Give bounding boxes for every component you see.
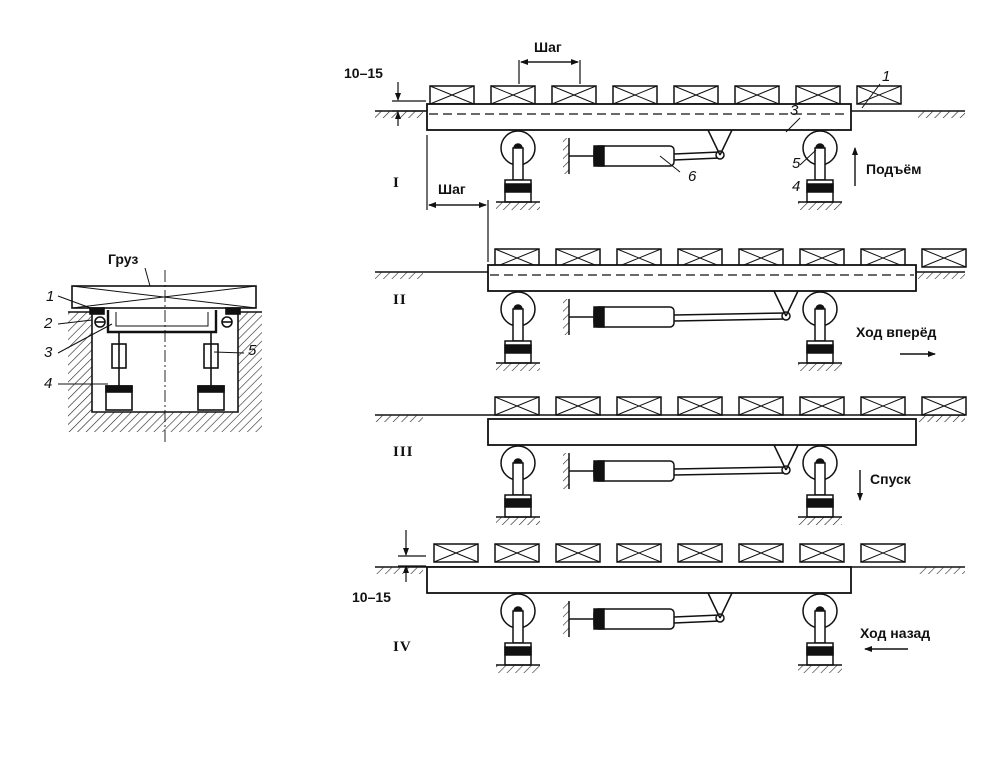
load-box [616,396,662,416]
callout-5-left: 5 [248,342,257,359]
step-label-phase: Шаг [438,181,466,197]
jack-right [197,332,225,411]
jack-assembly-right [798,130,842,210]
hydraulic-cylinder [563,444,799,489]
jack-assembly-left [496,130,540,210]
load-box [673,85,719,105]
callout-3-left: 3 [44,344,53,361]
load-box [799,396,845,416]
step-dimension-phase [426,135,489,262]
gap-label-top: 10–15 [344,65,383,81]
callout-2-left: 2 [44,315,53,332]
load-box [856,85,902,105]
load-box [738,543,784,563]
load-box [860,248,906,268]
phase-4-drawing [375,543,965,673]
gap-label-bottom: 10–15 [352,589,391,605]
callout-jack: 4 [792,178,801,195]
cross-section-view [57,267,262,445]
load-box [433,543,479,563]
load-box [738,248,784,268]
phase-action-back: Ход назад [860,625,931,641]
phase-action-forward: Ход вперёд [856,324,937,340]
callout-1-left: 1 [46,288,55,305]
walking-beam [487,418,917,446]
load-box [921,396,967,416]
load-box [860,396,906,416]
hydraulic-cylinder [563,290,799,335]
walking-beam [426,566,852,594]
load-box [551,85,597,105]
load-box [921,248,967,268]
phase-3-drawing [375,396,967,525]
phase-action-lift: Подъём [866,161,922,177]
fixed-rail-left [89,307,105,315]
fixed-rail-right [225,307,241,315]
load-box [677,543,723,563]
walking-beam [426,103,852,131]
callout-rail: 1 [882,68,891,85]
load-box [490,85,536,105]
phase-2-drawing [375,248,967,371]
hydraulic-cylinder [563,592,733,637]
gap-dimension-top [392,82,426,126]
walking-beam [487,264,917,292]
jack-assembly-right [798,593,842,673]
load-box [429,85,475,105]
load-box [494,543,540,563]
load-box [738,396,784,416]
load-box [494,248,540,268]
load-box [612,85,658,105]
load-box [555,396,601,416]
load-box [734,85,780,105]
load-label: Груз [108,251,139,267]
load-box [860,543,906,563]
jack-assembly-left [496,291,540,371]
load-box [795,85,841,105]
walking-beam-section [106,310,218,334]
hydraulic-cylinder [563,129,733,174]
phase-action-lower: Спуск [870,471,911,487]
callout-4-left: 4 [44,375,53,392]
callout-cylinder: 6 [688,168,697,185]
phase-numeral-3: III [393,444,414,460]
phase-numeral-4: IV [393,639,412,655]
jack-assembly-right [798,445,842,525]
step-dimension-top [518,59,581,84]
phase-numeral-2: II [393,292,407,308]
jack-left [105,332,133,411]
load-box [799,543,845,563]
step-label-top: Шаг [534,39,562,55]
side-view-phases [375,85,967,673]
jack-assembly-left [496,593,540,673]
jack-assembly-left [496,445,540,525]
load-box [677,396,723,416]
callout-beam: 3 [790,102,799,119]
pit-ground [68,312,262,432]
phase-1-drawing [375,85,965,210]
jack-assembly-right [798,291,842,371]
load-box [494,396,540,416]
callout-roller: 5 [792,155,801,172]
phase-numeral-1: I [393,175,400,191]
load-box [555,543,601,563]
load-box [616,543,662,563]
gap-dimension-bottom [398,530,426,582]
